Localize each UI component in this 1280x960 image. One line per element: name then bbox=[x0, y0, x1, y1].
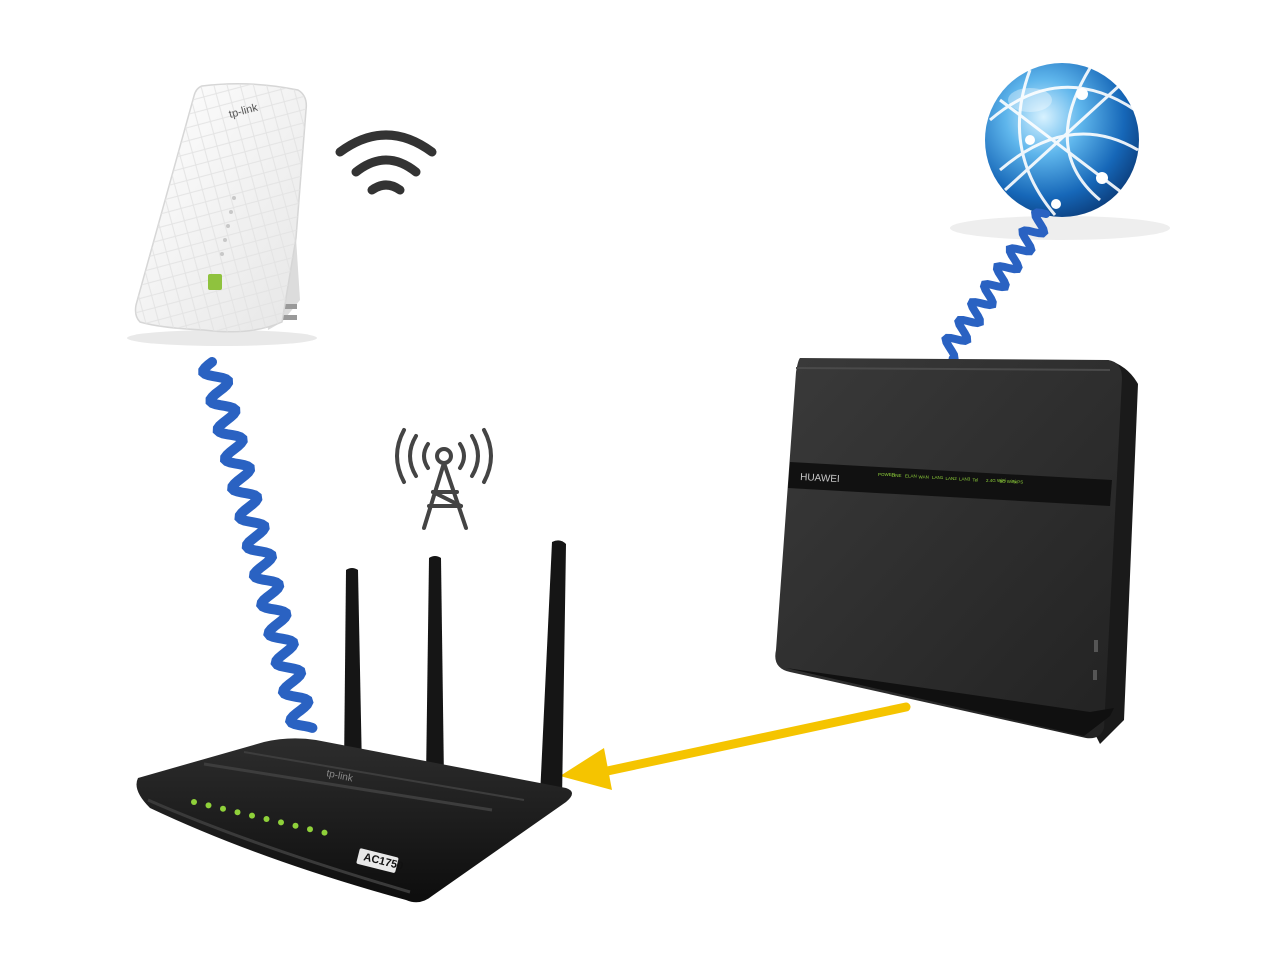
extender-led bbox=[229, 210, 233, 214]
modem-status-light-label: POWER bbox=[878, 472, 896, 477]
globe-icon bbox=[950, 63, 1170, 240]
router-status-led bbox=[249, 812, 255, 819]
router-status-led bbox=[234, 809, 241, 816]
modem-status-light-label: 2.4G WiFi bbox=[986, 478, 1006, 483]
modem-side-button bbox=[1093, 670, 1097, 680]
radio-tower-icon bbox=[395, 428, 493, 530]
router-status-led bbox=[307, 826, 313, 833]
modem-side-button bbox=[1094, 640, 1098, 652]
router-status-led bbox=[220, 805, 226, 812]
range-extender: tp-link bbox=[127, 83, 317, 346]
link-router-extender bbox=[198, 357, 318, 733]
modem-status-light-label: LINE bbox=[892, 473, 902, 478]
modem-status-light-label: LAN2 bbox=[946, 476, 958, 481]
modem-status-light-label: 5G WiFi bbox=[1000, 479, 1016, 484]
extender-led bbox=[220, 252, 224, 256]
extender-led bbox=[232, 196, 236, 200]
router-status-led bbox=[191, 799, 197, 805]
router-status-led bbox=[292, 822, 299, 829]
modem-status-light-label: ELAN bbox=[905, 474, 917, 479]
router-status-led bbox=[263, 816, 270, 822]
modem-status-light-label: WAN bbox=[919, 474, 929, 479]
modem-status-light-label: LAN1 bbox=[932, 475, 944, 480]
router-status-led bbox=[321, 829, 328, 836]
modem-brand-label: HUAWEI bbox=[800, 472, 840, 485]
modem-status-light-label: WPS bbox=[1013, 480, 1023, 485]
router-status-led bbox=[205, 802, 212, 809]
link-modem-router-arrow bbox=[560, 702, 911, 790]
extender-wps-button bbox=[208, 274, 222, 290]
tplink-wifi-router: tp-link AC1750 bbox=[136, 540, 572, 903]
wifi-signal-icon bbox=[335, 130, 437, 195]
modem-status-light-label: LAN3 bbox=[959, 477, 971, 482]
router-antennas bbox=[344, 540, 566, 800]
extender-led bbox=[226, 224, 230, 228]
router-status-led bbox=[278, 819, 284, 826]
link-internet-modem bbox=[941, 208, 1050, 363]
modem-status-light-label: Tel bbox=[973, 477, 979, 482]
extender-led bbox=[223, 238, 227, 242]
router-model-badge bbox=[356, 848, 399, 873]
